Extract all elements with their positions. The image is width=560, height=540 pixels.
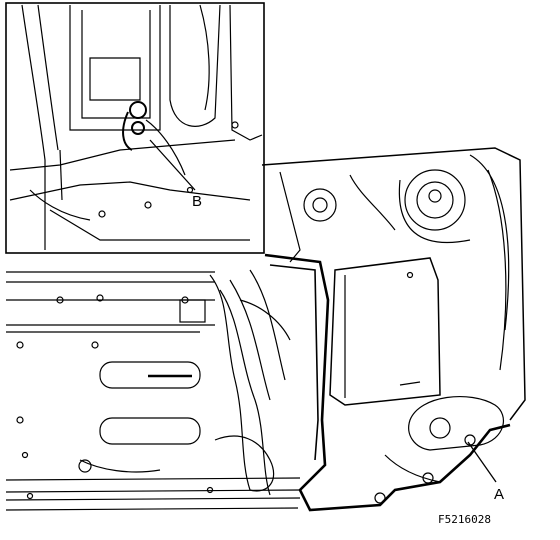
module-box [329,257,441,406]
callout-a-label: A [494,486,504,503]
floor-slot-upper [99,361,201,389]
inset-frame [5,2,265,254]
floor-slot-lower [99,417,201,445]
strut-tower [404,169,466,231]
figure-code: F5216028 [438,513,491,526]
callout-a-leader [467,441,497,483]
main-view [5,147,526,512]
callout-b-label: B [192,193,202,210]
wiring-harness [264,253,511,512]
callout-b-leader [149,139,196,191]
inset-detail [5,2,265,254]
